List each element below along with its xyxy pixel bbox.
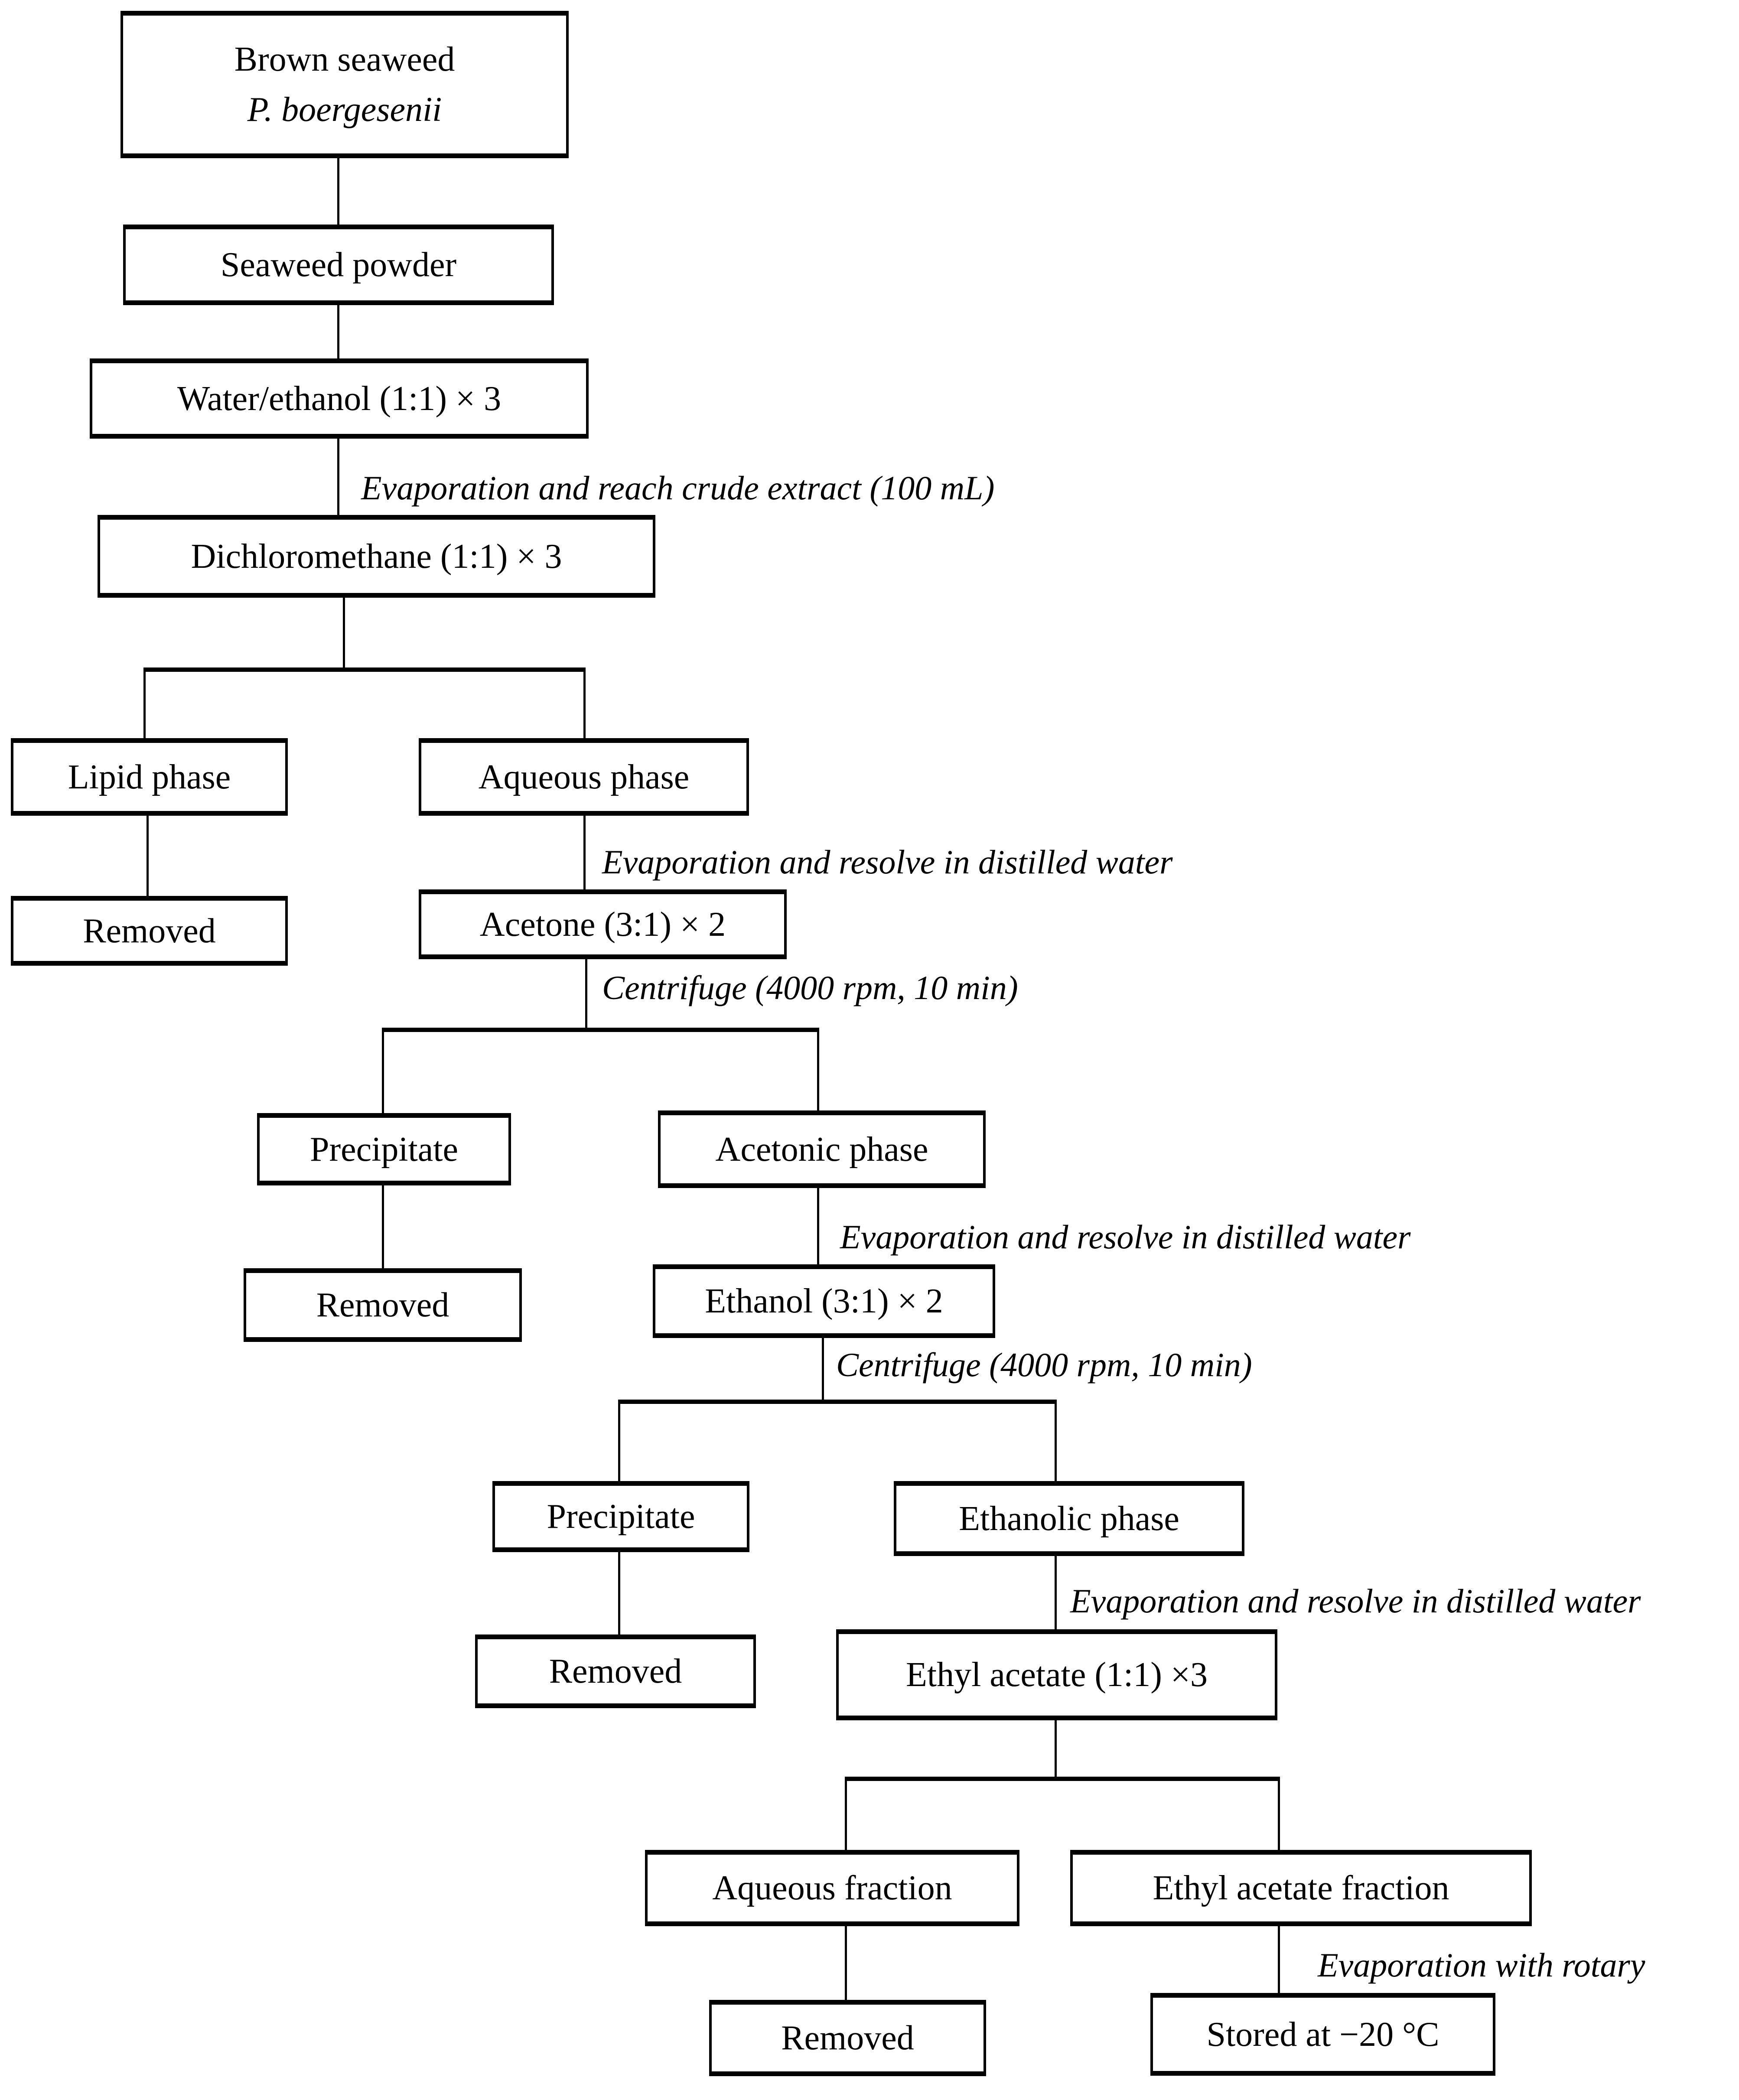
node-ethyl-acetate-label: Ethyl acetate (1:1) ×3	[906, 1656, 1208, 1694]
node-aqueous-phase: Aqueous phase	[419, 738, 749, 816]
connector-precipitate-to-removed-2	[382, 1185, 384, 1268]
node-removed-lipid: Removed	[11, 896, 288, 966]
connector-aqueous-phase-to-acetone	[583, 816, 586, 889]
branch1-drop-lipid-phase	[143, 667, 146, 738]
edge-label-centrifuge-2: Centrifuge (4000 rpm, 10 min)	[836, 1346, 1252, 1384]
node-aqueous-fraction: Aqueous fraction	[645, 1850, 1019, 1926]
connector-precipitate-2-to-removed-3	[618, 1552, 620, 1634]
branch4-drop-ethyl-acetate-fraction	[1278, 1779, 1280, 1850]
node-dichloromethane-label: Dichloromethane (1:1) × 3	[191, 537, 562, 576]
node-lipid-phase: Lipid phase	[11, 738, 288, 816]
node-water-ethanol-label: Water/ethanol (1:1) × 3	[177, 379, 502, 418]
node-ethanolic-phase: Ethanolic phase	[894, 1481, 1244, 1556]
node-ethyl-acetate: Ethyl acetate (1:1) ×3	[836, 1629, 1277, 1720]
connector-ethanolic-phase-to-ethyl-acetate	[1055, 1556, 1057, 1629]
edge-label-evaporation-rotary: Evaporation with rotary	[1318, 1946, 1645, 1984]
node-removed-lipid-label: Removed	[83, 912, 216, 950]
node-precipitate-ethanol-label: Precipitate	[547, 1498, 695, 1536]
edge-label-centrifuge-1: Centrifuge (4000 rpm, 10 min)	[602, 969, 1018, 1006]
connector-seaweed-powder-to-water-ethanol	[337, 305, 339, 358]
node-dichloromethane: Dichloromethane (1:1) × 3	[98, 515, 655, 598]
edge-label-evaporation-distilled-water-1: Evaporation and resolve in distilled wat…	[602, 843, 1173, 881]
branch2-drop-acetonic-phase	[817, 1030, 819, 1110]
branch4-drop-aqueous-fraction	[845, 1779, 847, 1850]
node-precipitate-acetone: Precipitate	[257, 1113, 511, 1185]
branch1-drop-aqueous-phase	[583, 667, 586, 738]
node-stored-label: Stored at −20 °C	[1206, 2015, 1439, 2054]
branch-line-acetone	[382, 1028, 819, 1032]
node-lipid-phase-label: Lipid phase	[68, 758, 231, 796]
connector-brown-seaweed-to-seaweed-powder	[337, 158, 339, 225]
connector-ethyl-acetate-fraction-to-stored	[1278, 1926, 1280, 1993]
node-ethyl-acetate-fraction-label: Ethyl acetate fraction	[1153, 1869, 1449, 1907]
branch-line-ethanol	[618, 1400, 1057, 1404]
node-removed-precipitate-ethanol-label: Removed	[549, 1652, 682, 1690]
node-seaweed-powder-label: Seaweed powder	[220, 246, 457, 284]
node-removed-precipitate-ethanol: Removed	[475, 1634, 756, 1708]
edge-label-evaporation-distilled-water-3: Evaporation and resolve in distilled wat…	[1070, 1582, 1641, 1620]
node-precipitate-acetone-label: Precipitate	[309, 1130, 459, 1169]
node-ethanolic-phase-label: Ethanolic phase	[959, 1499, 1179, 1538]
edge-label-evaporation-distilled-water-2: Evaporation and resolve in distilled wat…	[840, 1218, 1411, 1256]
node-aqueous-phase-label: Aqueous phase	[478, 758, 690, 796]
node-removed-aqueous-fraction: Removed	[709, 2000, 986, 2076]
node-acetone: Acetone (3:1) × 2	[419, 889, 787, 959]
node-brown-seaweed: Brown seaweed P. boergesenii	[120, 11, 569, 158]
node-water-ethanol: Water/ethanol (1:1) × 3	[90, 358, 589, 439]
connector-aqueous-fraction-to-removed-4	[845, 1926, 847, 2000]
connector-ethanol-to-branch3	[822, 1338, 824, 1404]
branch2-drop-precipitate	[382, 1030, 384, 1113]
node-brown-seaweed-title: Brown seaweed	[234, 40, 455, 78]
node-brown-seaweed-species: P. boergesenii	[247, 91, 442, 129]
node-removed-precipitate-acetone: Removed	[244, 1268, 522, 1342]
branch-line-ethyl-acetate	[845, 1777, 1280, 1781]
node-ethanol-label: Ethanol (3:1) × 2	[705, 1282, 943, 1320]
node-ethyl-acetate-fraction: Ethyl acetate fraction	[1070, 1850, 1532, 1926]
branch3-drop-ethanolic-phase	[1055, 1402, 1057, 1481]
node-acetonic-phase-label: Acetonic phase	[715, 1130, 928, 1169]
node-stored: Stored at −20 °C	[1150, 1993, 1495, 2076]
node-removed-aqueous-fraction-label: Removed	[781, 2019, 914, 2057]
branch3-drop-precipitate-2	[618, 1402, 620, 1481]
connector-acetone-to-branch2	[585, 959, 587, 1032]
node-precipitate-ethanol: Precipitate	[492, 1481, 749, 1552]
connector-acetonic-phase-to-ethanol	[817, 1188, 819, 1264]
node-seaweed-powder: Seaweed powder	[123, 225, 554, 305]
node-acetone-label: Acetone (3:1) × 2	[479, 905, 726, 944]
connector-ethyl-acetate-to-branch4	[1055, 1720, 1057, 1781]
connector-lipid-phase-to-removed	[147, 816, 149, 896]
connector-dichloromethane-to-branch1	[343, 598, 345, 670]
node-ethanol: Ethanol (3:1) × 2	[653, 1264, 995, 1338]
node-removed-precipitate-acetone-label: Removed	[316, 1286, 449, 1324]
node-acetonic-phase: Acetonic phase	[658, 1110, 986, 1188]
branch-line-dichloromethane	[143, 667, 586, 672]
edge-label-evaporation-crude-extract: Evaporation and reach crude extract (100…	[361, 469, 995, 507]
connector-water-ethanol-to-dichloromethane	[337, 439, 339, 515]
node-aqueous-fraction-label: Aqueous fraction	[712, 1869, 952, 1907]
